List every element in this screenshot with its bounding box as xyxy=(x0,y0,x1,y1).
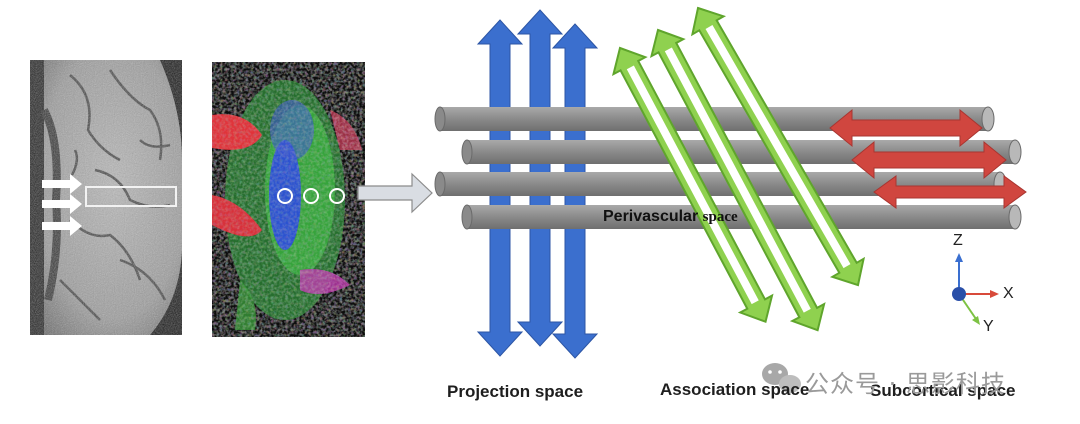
perivascular-word: Perivascular xyxy=(603,208,698,225)
perivascular-label: Perivascular space xyxy=(603,208,738,226)
mri-panel xyxy=(30,60,182,335)
axis-icon xyxy=(952,253,999,325)
association-space-label: Association space xyxy=(660,380,809,400)
association-arrows xyxy=(604,0,873,339)
space-word: space xyxy=(703,209,738,225)
arrow-right-icon xyxy=(42,174,82,236)
axis-y-label: Y xyxy=(983,318,994,336)
projection-space-label: Projection space xyxy=(447,382,583,402)
axis-z-label: Z xyxy=(953,232,963,250)
watermark-text: 公众号 · 思影科技 xyxy=(805,364,1006,399)
arrow-right-outline-icon xyxy=(358,174,432,212)
dti-panel xyxy=(212,62,365,337)
axis-x-label: X xyxy=(1003,285,1014,303)
